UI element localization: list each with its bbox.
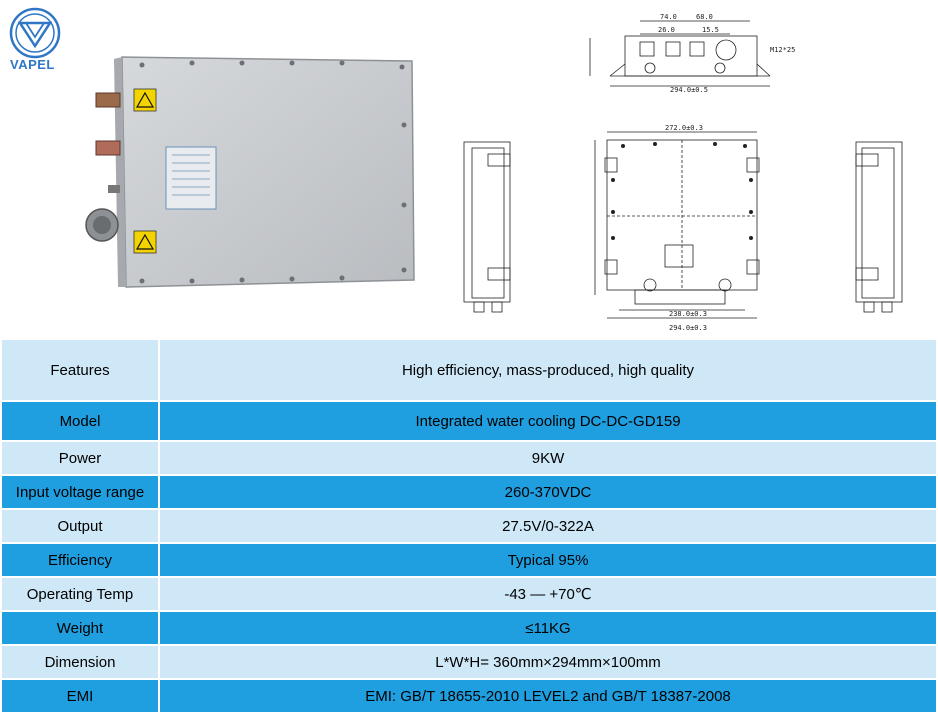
spec-value: L*W*H= 360mm×294mm×100mm <box>158 644 938 680</box>
product-header: VAPEL <box>0 0 938 338</box>
spec-value: 260-370VDC <box>158 474 938 510</box>
logo-text: VAPEL <box>10 57 55 72</box>
spec-value: 9KW <box>158 440 938 476</box>
svg-text:26.0: 26.0 <box>658 26 675 34</box>
front-view-drawing: 272.0±0.3 238.0±0.3 294.0±0.3 <box>594 124 760 332</box>
spec-value: EMI: GB/T 18655-2010 LEVEL2 and GB/T 183… <box>158 678 938 714</box>
svg-text:15.5: 15.5 <box>702 26 719 34</box>
spec-value: Integrated water cooling DC-DC-GD159 <box>158 400 938 442</box>
spec-value: ≤11KG <box>158 610 938 646</box>
spec-row: Weight≤11KG <box>0 610 938 646</box>
svg-text:68.0: 68.0 <box>696 13 713 21</box>
spec-label: EMI <box>0 678 160 714</box>
svg-text:272.0±0.3: 272.0±0.3 <box>665 124 703 132</box>
spec-value: 27.5V/0-322A <box>158 508 938 544</box>
spec-label: Operating Temp <box>0 576 160 612</box>
vapel-logo <box>9 7 61 59</box>
spec-label: Efficiency <box>0 542 160 578</box>
svg-text:238.0±0.3: 238.0±0.3 <box>669 310 707 318</box>
spec-value: -43 — +70℃ <box>158 576 938 612</box>
svg-text:74.0: 74.0 <box>660 13 677 21</box>
spec-value: Typical 95% <box>158 542 938 578</box>
spec-label: Model <box>0 400 160 442</box>
left-side-drawing <box>463 141 511 313</box>
spec-value: High efficiency, mass-produced, high qua… <box>158 338 938 402</box>
spec-label: Power <box>0 440 160 476</box>
spec-label: Dimension <box>0 644 160 680</box>
right-side-drawing <box>855 141 903 313</box>
svg-text:294.0±0.5: 294.0±0.5 <box>670 86 708 94</box>
top-view-drawing: 74.0 68.0 26.0 15.5 M12*25 294.0±0.5 <box>589 13 795 94</box>
spec-label: Weight <box>0 610 160 646</box>
svg-text:M12*25: M12*25 <box>770 46 795 54</box>
spec-label: Features <box>0 338 160 402</box>
spec-label: Output <box>0 508 160 544</box>
svg-text:294.0±0.3: 294.0±0.3 <box>669 324 707 332</box>
spec-row: Operating Temp-43 — +70℃ <box>0 576 938 612</box>
spec-label: Input voltage range <box>0 474 160 510</box>
product-image <box>85 56 415 288</box>
